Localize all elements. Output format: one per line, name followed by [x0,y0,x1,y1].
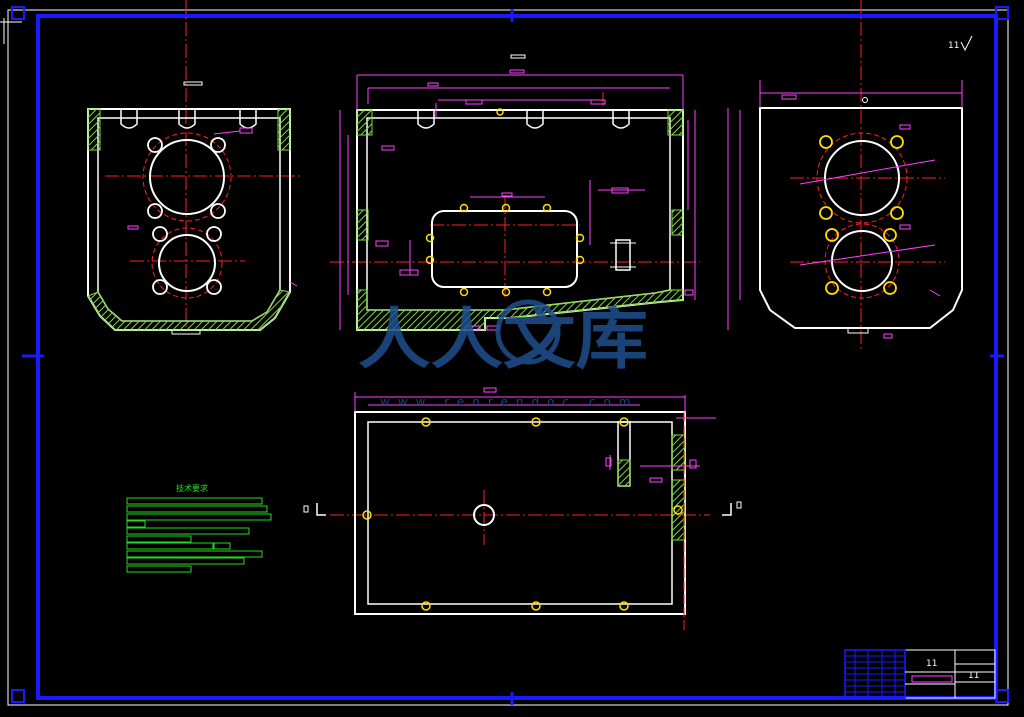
note-line [126,542,214,550]
surface-roughness-symbol: 11 [948,35,973,52]
note-line [126,550,263,558]
watermark-text: 人人文库 [358,301,648,378]
note-line [213,542,231,550]
watermark-url: www.renrendoc.com [380,395,638,409]
watermark: 人人文库 www.renrendoc.com [358,299,648,409]
note-line [126,527,250,535]
front-section-view [330,54,700,331]
note-line [126,565,192,573]
note-line [126,557,245,565]
note-line [126,497,263,505]
right-side-view [727,0,963,350]
note-line [126,520,146,528]
roughness-label: 11 [948,41,959,51]
top-plan-view [303,387,742,630]
left-side-view [87,0,300,335]
title-block-label-top: 11 [926,659,937,669]
drawing-frame [0,6,1009,706]
notes-title: 技术要求 [176,483,208,493]
note-line [126,535,192,543]
note-line [126,505,268,513]
title-block: 11 11 [844,649,996,699]
title-block-label-right: 11 [968,671,979,681]
technical-requirements-notes: 技术要求 [126,483,272,573]
note-line [126,513,272,521]
watermark-logo-icon [495,299,561,365]
